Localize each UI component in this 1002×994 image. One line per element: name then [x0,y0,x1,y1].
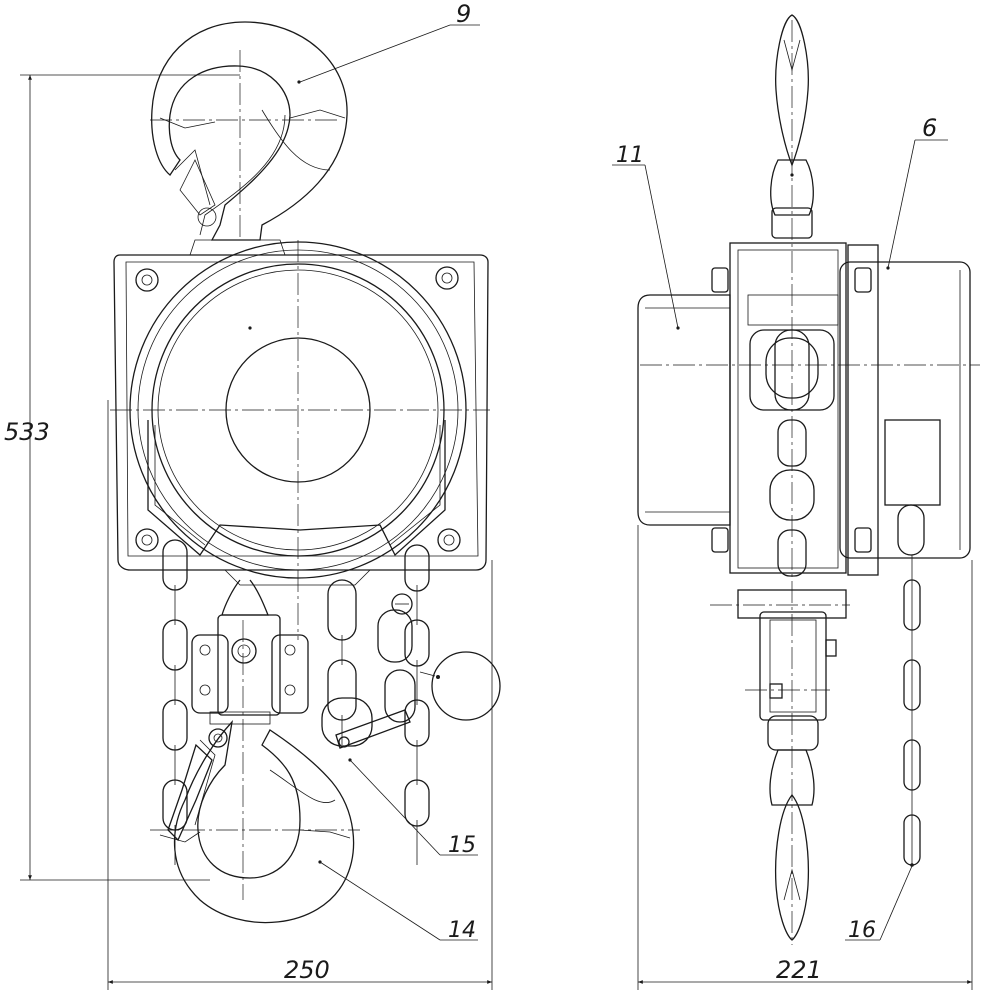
callout-11: 11 [612,143,679,329]
side-view: 221 11 6 16 [612,14,980,990]
dimension-front-width: 250 [107,400,493,990]
body-bolt-top-right [435,266,459,290]
callout-11-label: 11 [616,143,644,168]
callout-9-label: 9 [456,0,471,28]
hand-chain-guide [321,697,411,762]
dimension-height: 533 [4,74,240,881]
body-bolt-top-left [135,268,159,292]
counterweight [419,651,501,721]
front-view: 533 250 9 15 14 [4,0,501,990]
top-hook [151,21,348,241]
callout-14: 14 [319,861,478,943]
bottom-block [191,579,309,725]
side-sprocket [747,294,839,577]
front-load-chain-left [162,539,188,865]
body-bolt-bottom-left [135,528,159,552]
callout-15-label: 15 [448,833,476,858]
callout-15: 15 [349,759,478,858]
height-dimension-label: 533 [4,418,50,446]
front-load-chain-middle [327,579,416,745]
side-frame [711,242,971,576]
front-width-dimension-label: 250 [284,956,330,984]
front-hand-chain-right [404,544,430,865]
callout-9: 9 [299,0,480,83]
callout-16: 16 [845,865,913,943]
callout-6: 6 [887,114,948,269]
load-hook [159,720,355,924]
callout-6-label: 6 [922,114,937,142]
side-load-hook [769,749,815,941]
gear-cover [637,294,731,526]
side-width-dimension-label: 221 [776,956,822,984]
side-brake-box [884,419,941,506]
dimension-side-width: 221 [637,525,973,990]
body-bolt-bottom-right [437,528,461,552]
callout-14-label: 14 [448,918,476,943]
callout-16-label: 16 [848,918,876,943]
side-hand-chain [897,504,925,867]
hoist-body [113,239,489,586]
side-top-hook [770,14,814,239]
